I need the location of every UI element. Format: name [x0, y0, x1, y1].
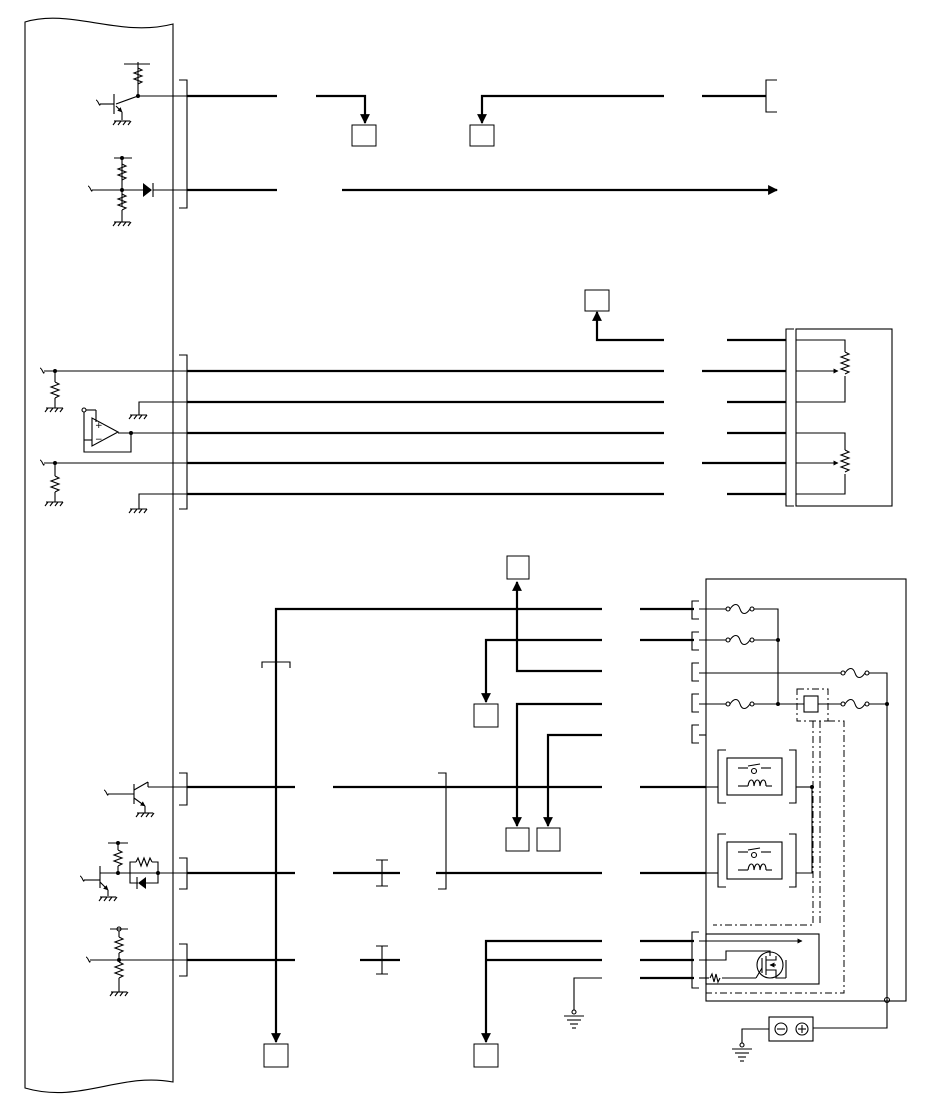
- fuse-icon: [699, 669, 887, 999]
- relay-icon: [706, 750, 814, 803]
- wire-3o: [574, 978, 602, 1010]
- ground-icon: [129, 402, 187, 419]
- fuse-icon: [699, 700, 889, 709]
- battery-icon: [769, 1017, 813, 1041]
- terminal-box-icon: [470, 125, 494, 146]
- connector-bracket-b: [766, 80, 777, 112]
- fusible-link-enclosure: [797, 689, 828, 721]
- dashed-harness: [713, 721, 813, 925]
- fusible-link-icon: [804, 696, 818, 712]
- terminal-box-icon: [264, 1044, 288, 1067]
- svg-text:−: −: [95, 435, 103, 445]
- terminal-box-icon: [474, 1044, 498, 1067]
- connector-icon: [438, 773, 446, 889]
- terminal-box-icon: [352, 125, 376, 146]
- ground-icon: [732, 1043, 752, 1061]
- terminal-box-icon: [506, 828, 529, 851]
- wire-2f: [597, 312, 664, 340]
- terminal-box-icon: [537, 828, 560, 851]
- resistor-icon: [40, 368, 187, 412]
- terminal-box-icon: [474, 704, 498, 727]
- wire-battery: [813, 998, 887, 1028]
- fuse-icon: [699, 605, 778, 705]
- fuse-relay-box: [706, 579, 906, 1001]
- resistor-icon: [40, 460, 187, 506]
- terminal-box-icon: [585, 290, 609, 311]
- connector-bracket-a: [179, 80, 187, 208]
- wire-1c: [482, 96, 664, 123]
- fuse-icon: [699, 636, 780, 645]
- mosfet-icon: [699, 941, 802, 982]
- voltage-divider-circuit: [86, 927, 187, 996]
- wire-3-bus: [276, 609, 602, 1042]
- terminal-box-icon: [507, 556, 529, 579]
- connector-bracket-d: [786, 329, 794, 506]
- pnp-transistor-icon: [104, 782, 187, 817]
- potentiometer-icon: [796, 433, 849, 494]
- potentiometer-icon: [796, 340, 849, 402]
- ground-icon: [129, 494, 187, 513]
- wire-3d: [517, 704, 602, 826]
- connector-bracket-e: [179, 773, 187, 805]
- transistor-diode-circuit: [80, 841, 187, 901]
- wire-3b: [517, 582, 602, 671]
- svg-text:+: +: [95, 421, 103, 431]
- wire-1b: [316, 96, 365, 123]
- diode-icon: [143, 183, 187, 197]
- diode-input-circuit: [88, 156, 143, 226]
- wire-3m: [486, 941, 602, 1042]
- connector-bracket-c: [179, 355, 187, 509]
- wire-3e: [548, 735, 602, 826]
- ecu-boundary: [25, 18, 173, 1092]
- ground-icon: [564, 1010, 584, 1028]
